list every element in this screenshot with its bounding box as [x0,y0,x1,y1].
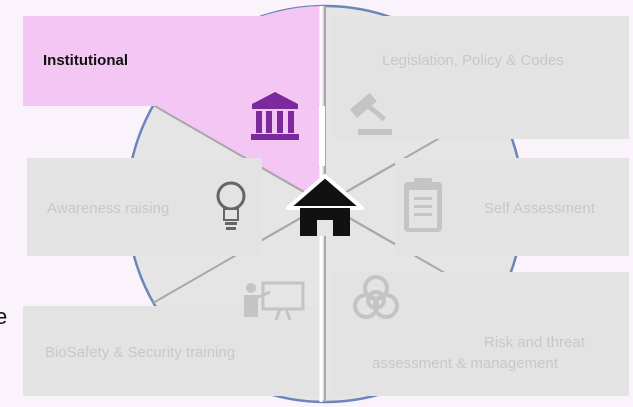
house-icon [286,174,364,236]
biohazard-icon [353,275,399,319]
training-panel[interactable] [23,306,319,396]
legislation-label: Legislation, Policy & Codes [382,52,564,69]
risk-label-line1: Risk and threat [484,334,585,351]
self-assessment-label: Self Assessment [484,200,595,217]
institutional-panel[interactable] [23,16,319,106]
awareness-label: Awareness raising [47,200,170,217]
risk-label-line2: assessment & management [372,355,558,372]
training-label: BioSafety & Security training [45,344,236,361]
gavel-icon [349,92,392,135]
institution-icon [251,92,299,140]
institutional-label: Institutional [43,52,128,69]
lightbulb-icon [216,181,246,230]
presenter-icon [244,281,305,321]
clipboard-checklist-icon [404,178,442,232]
cropped-side-text: e [0,304,8,329]
